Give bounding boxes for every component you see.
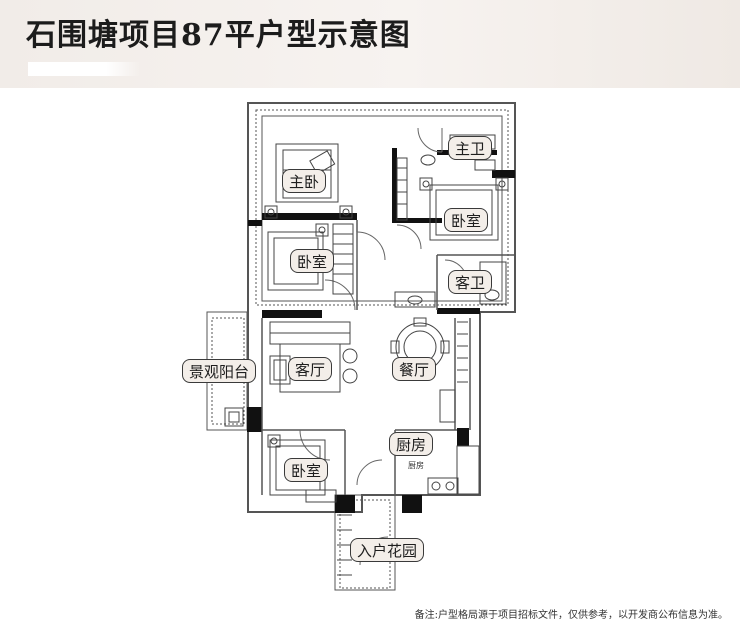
room-label-entry-garden: 入户花园 [350,538,425,562]
room-label-view-balcony: 景观阳台 [182,359,257,383]
title-underline [28,62,140,76]
room-label-kitchen: 厨房 [389,432,434,456]
room-label-guest-bath: 客卫 [448,270,493,294]
room-label-bedroom-ne: 卧室 [444,208,489,232]
room-label-bedroom-sw: 卧室 [284,458,329,482]
header-banner: 石围塘项目87平户型示意图 [0,0,740,88]
room-label-dining-room: 餐厅 [392,357,437,381]
room-label-master-bath: 主卫 [448,136,493,160]
kitchen-small-label: 厨房 [408,461,424,470]
disclaimer-note: 备注:户型格局源于项目招标文件，仅供参考，以开发商公布信息为准。 [414,610,728,621]
page-title: 石围塘项目87平户型示意图 [26,18,411,53]
room-label-bedroom-w: 卧室 [290,249,335,273]
room-label-master-bedroom: 主卧 [282,169,327,193]
room-label-living-room: 客厅 [288,357,333,381]
